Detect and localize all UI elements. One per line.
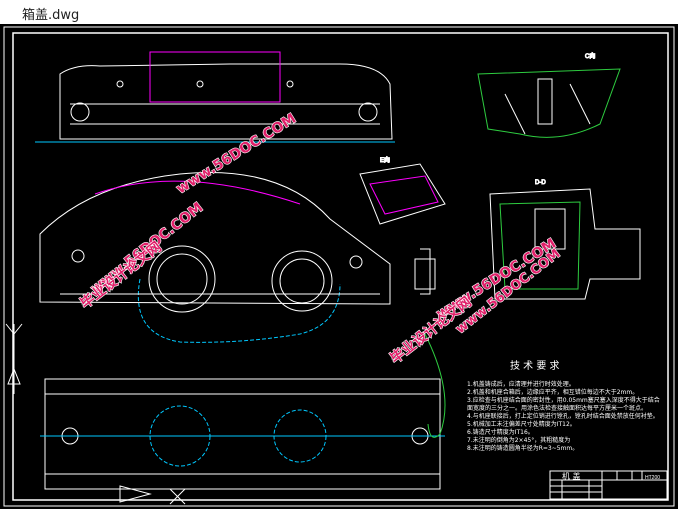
section-view-dd: D-D: [489, 180, 641, 300]
tech-req-item: 2.机盖和机座合箱后，边缘应平齐，相互错位每边不大于2mm。: [467, 388, 638, 396]
bottom-view: [40, 378, 445, 490]
title-bar: 箱盖.dwg: [0, 0, 678, 24]
tech-req-item: 4.与机座联接后，打上定位销进行镗孔，镗孔时结合面处禁放任何衬垫。: [467, 412, 659, 420]
section-view-e: E向: [359, 156, 446, 225]
title-block: 机 盖 HT200: [549, 470, 668, 500]
material: HT200: [645, 475, 660, 481]
tech-req-item: 面宽度的三分之一。用涂色法检查接触面积达每平方厘米一个斑点。: [467, 404, 647, 412]
drawing-svg: C向 E向 D-D: [3, 26, 675, 507]
watermarks: www.56DOC.COM www.56DOC.COM 毕业设计论文网 www.…: [76, 110, 564, 368]
drawing-border: [12, 32, 669, 501]
window-title: 箱盖.dwg: [22, 8, 80, 23]
outer-frame: [3, 26, 675, 507]
tech-req-item: 3.应检查与机座结合面的密封性，用0.05mm塞尺塞入深度不得大于结合: [467, 396, 660, 404]
front-view: [39, 171, 391, 343]
tech-req-item: 1.机盖铸成后，应清理并进行时效处理。: [467, 380, 575, 388]
tech-requirements: 技 术 要 求 1.机盖铸成后，应清理并进行时效处理。 2.机盖和机座合箱后，边…: [467, 359, 660, 452]
cad-canvas[interactable]: C向 E向 D-D: [0, 24, 678, 509]
watermark-site: 毕业设计论文网: [77, 238, 165, 312]
detail-view-c: C向: [477, 52, 621, 138]
top-view: [35, 51, 395, 143]
tech-req-item: 7.未注明的倒角为2×45°，其粗糙度为: [467, 436, 570, 444]
ucs-icon: [5, 323, 23, 394]
tech-req-title: 技 术 要 求: [510, 359, 560, 372]
curve-k: [424, 333, 446, 438]
view-c-label: C向: [585, 52, 595, 60]
view-dd-label: D-D: [535, 180, 546, 186]
tech-req-item: 6.铸造尺寸精度为IT16。: [467, 428, 534, 436]
bolt-detail: [414, 248, 436, 295]
view-cursor: [119, 485, 186, 505]
tech-req-item: 8.未注明的铸造圆角半径为R=3~5mm。: [467, 444, 578, 452]
tech-req-item: 5.机械加工未注偏差尺寸处精度为IT12。: [467, 420, 576, 428]
part-name: 机 盖: [562, 471, 581, 481]
view-e-label: E向: [380, 156, 390, 164]
